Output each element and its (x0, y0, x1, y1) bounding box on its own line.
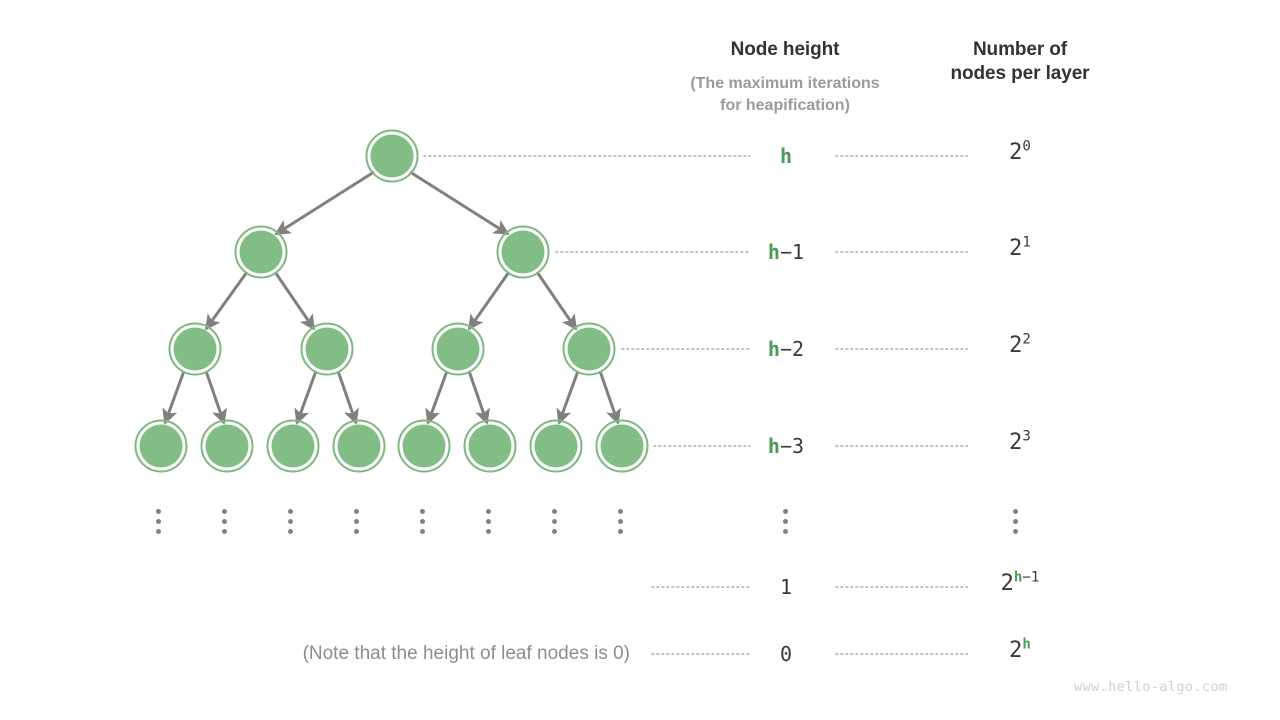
tree-node-level2[interactable] (168, 322, 222, 376)
height-value-one: 1 (710, 575, 862, 599)
tree-node-level3[interactable] (200, 419, 254, 473)
count-exponent-h: h (1013, 569, 1023, 586)
height-column-subheader-line1: (The maximum iterations (690, 75, 880, 92)
height-value-zero-label: 0 (779, 642, 793, 666)
vertical-ellipsis-icon (486, 509, 491, 534)
count-base: 2 (1000, 571, 1014, 596)
leaf-height-note-label: (Note that the height of leaf nodes is 0… (302, 643, 630, 664)
tree-node-level2[interactable] (562, 322, 616, 376)
tree-node-level1[interactable] (496, 225, 550, 279)
height-h-symbol: h (767, 434, 780, 458)
height-value-level2: h−2 (710, 337, 862, 361)
height-column-header-label: Node height (730, 39, 840, 60)
count-value-level3: 23 (945, 430, 1095, 455)
count-exponent: 3 (1022, 428, 1031, 445)
vertical-ellipsis-icon (354, 509, 359, 534)
tree-node-level3[interactable] (463, 419, 517, 473)
count-exponent-offset: −1 (1022, 569, 1040, 586)
count-exponent: 1 (1022, 234, 1031, 251)
count-column-header-line1: Number of (972, 39, 1068, 60)
watermark: www.hello-algo.com (1074, 679, 1228, 695)
tree-edges (162, 170, 621, 425)
count-base: 2 (1009, 638, 1023, 663)
tree-node-level3[interactable] (529, 419, 583, 473)
height-value-level1: h−1 (710, 240, 862, 264)
count-value-level0: 20 (945, 140, 1095, 165)
tree-node-level2[interactable] (300, 322, 354, 376)
tree-node-level3[interactable] (134, 419, 188, 473)
count-value-level2: 22 (945, 333, 1095, 358)
height-h-symbol: h (767, 337, 780, 361)
count-base: 2 (1009, 140, 1023, 165)
height-h-symbol: h (779, 144, 793, 168)
tree-node-level3[interactable] (266, 419, 320, 473)
count-value-second-last: 2h−1 (945, 571, 1095, 596)
height-column-subheader: (The maximum iterations for heapificatio… (650, 73, 920, 116)
height-offset: −1 (779, 240, 805, 264)
vertical-ellipsis-icon (552, 509, 557, 534)
tree-node-level1[interactable] (234, 225, 288, 279)
tree-node-level2[interactable] (431, 322, 485, 376)
height-value-one-label: 1 (779, 575, 793, 599)
height-offset: −3 (779, 434, 805, 458)
count-base: 2 (1009, 333, 1023, 358)
height-column-subheader-line2: for heapification) (720, 96, 850, 114)
height-value-zero: 0 (710, 642, 862, 666)
count-exponent: 2 (1022, 331, 1031, 348)
count-column-header-line2: nodes per layer (950, 63, 1090, 85)
count-column-ellipsis-icon (1013, 509, 1018, 534)
count-exponent: 0 (1022, 138, 1031, 155)
vertical-ellipsis-icon (288, 509, 293, 534)
watermark-label: www.hello-algo.com (1074, 679, 1228, 695)
count-exponent-h: h (1022, 636, 1031, 653)
count-base: 2 (1009, 236, 1023, 261)
leader-lines-left (423, 155, 751, 655)
height-column-header: Node height (660, 38, 910, 62)
height-value-level0: h (710, 144, 862, 168)
leader-lines-right (835, 155, 971, 655)
height-column-ellipsis-icon (783, 509, 788, 534)
count-value-last: 2h (945, 638, 1095, 663)
height-h-symbol: h (767, 240, 780, 264)
height-value-level3: h−3 (710, 434, 862, 458)
vertical-ellipsis-icon (222, 509, 227, 534)
vertical-ellipsis-icon (420, 509, 425, 534)
height-offset: −2 (779, 337, 805, 361)
count-value-level1: 21 (945, 236, 1095, 261)
tree-node-level3[interactable] (397, 419, 451, 473)
tree-node-level0[interactable] (365, 129, 419, 183)
tree-node-level3[interactable] (332, 419, 386, 473)
vertical-ellipsis-icon (156, 509, 161, 534)
count-column-header: Number of nodes per layer (900, 38, 1140, 87)
count-base: 2 (1009, 430, 1023, 455)
leaf-height-note: (Note that the height of leaf nodes is 0… (180, 643, 630, 665)
vertical-ellipsis-icon (618, 509, 623, 534)
tree-node-level3[interactable] (595, 419, 649, 473)
